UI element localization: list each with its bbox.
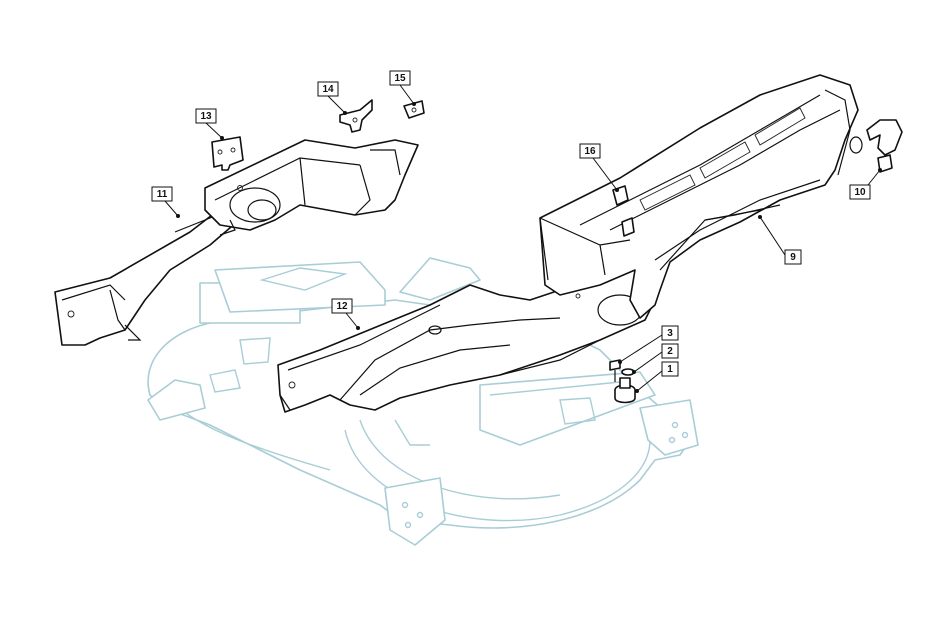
callout-dot-13: [220, 136, 224, 140]
bracket-10: [866, 119, 903, 173]
bracket-16: [612, 185, 635, 237]
bracket-15: [403, 100, 425, 119]
callout-box-13: [195, 108, 217, 124]
callout-dot-16: [615, 188, 619, 192]
callout-label-14: 14: [322, 84, 334, 95]
callout-dot-10: [878, 168, 882, 172]
callout-label-2: 2: [667, 346, 673, 357]
bolt-3: [609, 359, 621, 382]
callout-11: 11: [151, 186, 180, 218]
callout-2: 2: [632, 343, 679, 374]
callout-leader-3: [619, 334, 663, 363]
callout-label-9: 9: [790, 252, 796, 263]
callout-box-12: [331, 298, 353, 314]
callout-leader-15: [399, 84, 415, 105]
callout-box-16: [579, 143, 601, 159]
callout-1: 1: [635, 361, 679, 393]
callout-label-15: 15: [394, 73, 406, 84]
callout-12: 12: [331, 298, 360, 330]
part-9-main-housing: [539, 74, 863, 319]
callout-14: 14: [317, 81, 347, 115]
callout-label-12: 12: [336, 301, 348, 312]
callout-dot-11: [176, 214, 180, 218]
callout-10: 10: [849, 168, 882, 200]
callout-dot-15: [412, 102, 416, 106]
callout-label-3: 3: [667, 328, 673, 339]
callout-dot-1: [635, 389, 639, 393]
callout-box-11: [151, 186, 173, 202]
part-rear-duct: [204, 139, 419, 236]
callout-leader-9: [759, 216, 786, 256]
callout-leader-2: [633, 351, 663, 373]
callout-15: 15: [389, 70, 416, 106]
callout-leader-10: [867, 169, 881, 186]
bracket-14: [339, 99, 373, 133]
callout-dot-2: [632, 370, 636, 374]
callout-leader-14: [327, 95, 346, 114]
callout-box-1: [661, 361, 679, 377]
callout-box-10: [849, 184, 871, 200]
callout-box-15: [389, 70, 411, 86]
callout-16: 16: [579, 143, 619, 192]
callout-label-11: 11: [157, 189, 168, 200]
callout-box-2: [661, 343, 679, 359]
knob-1: [614, 377, 636, 404]
callout-box-9: [784, 249, 802, 265]
callout-13: 13: [195, 108, 224, 140]
callout-dot-14: [343, 111, 347, 115]
callout-label-16: 16: [584, 146, 596, 157]
callout-dot-12: [356, 326, 360, 330]
callout-leader-12: [345, 312, 359, 329]
callout-leader-1: [636, 370, 663, 392]
callout-label-13: 13: [200, 111, 212, 122]
callout-box-3: [661, 325, 679, 341]
callout-label-1: 1: [667, 364, 673, 375]
callout-dot-9: [758, 215, 762, 219]
callout-dot-3: [618, 360, 622, 364]
callout-leader-13: [205, 122, 223, 139]
callout-leader-16: [592, 157, 618, 191]
callout-leader-11: [164, 200, 179, 217]
callout-3: 3: [618, 325, 679, 364]
bracket-13: [211, 136, 244, 171]
callout-box-14: [317, 81, 339, 97]
callout-label-10: 10: [854, 187, 866, 198]
callout-9: 9: [758, 215, 802, 265]
